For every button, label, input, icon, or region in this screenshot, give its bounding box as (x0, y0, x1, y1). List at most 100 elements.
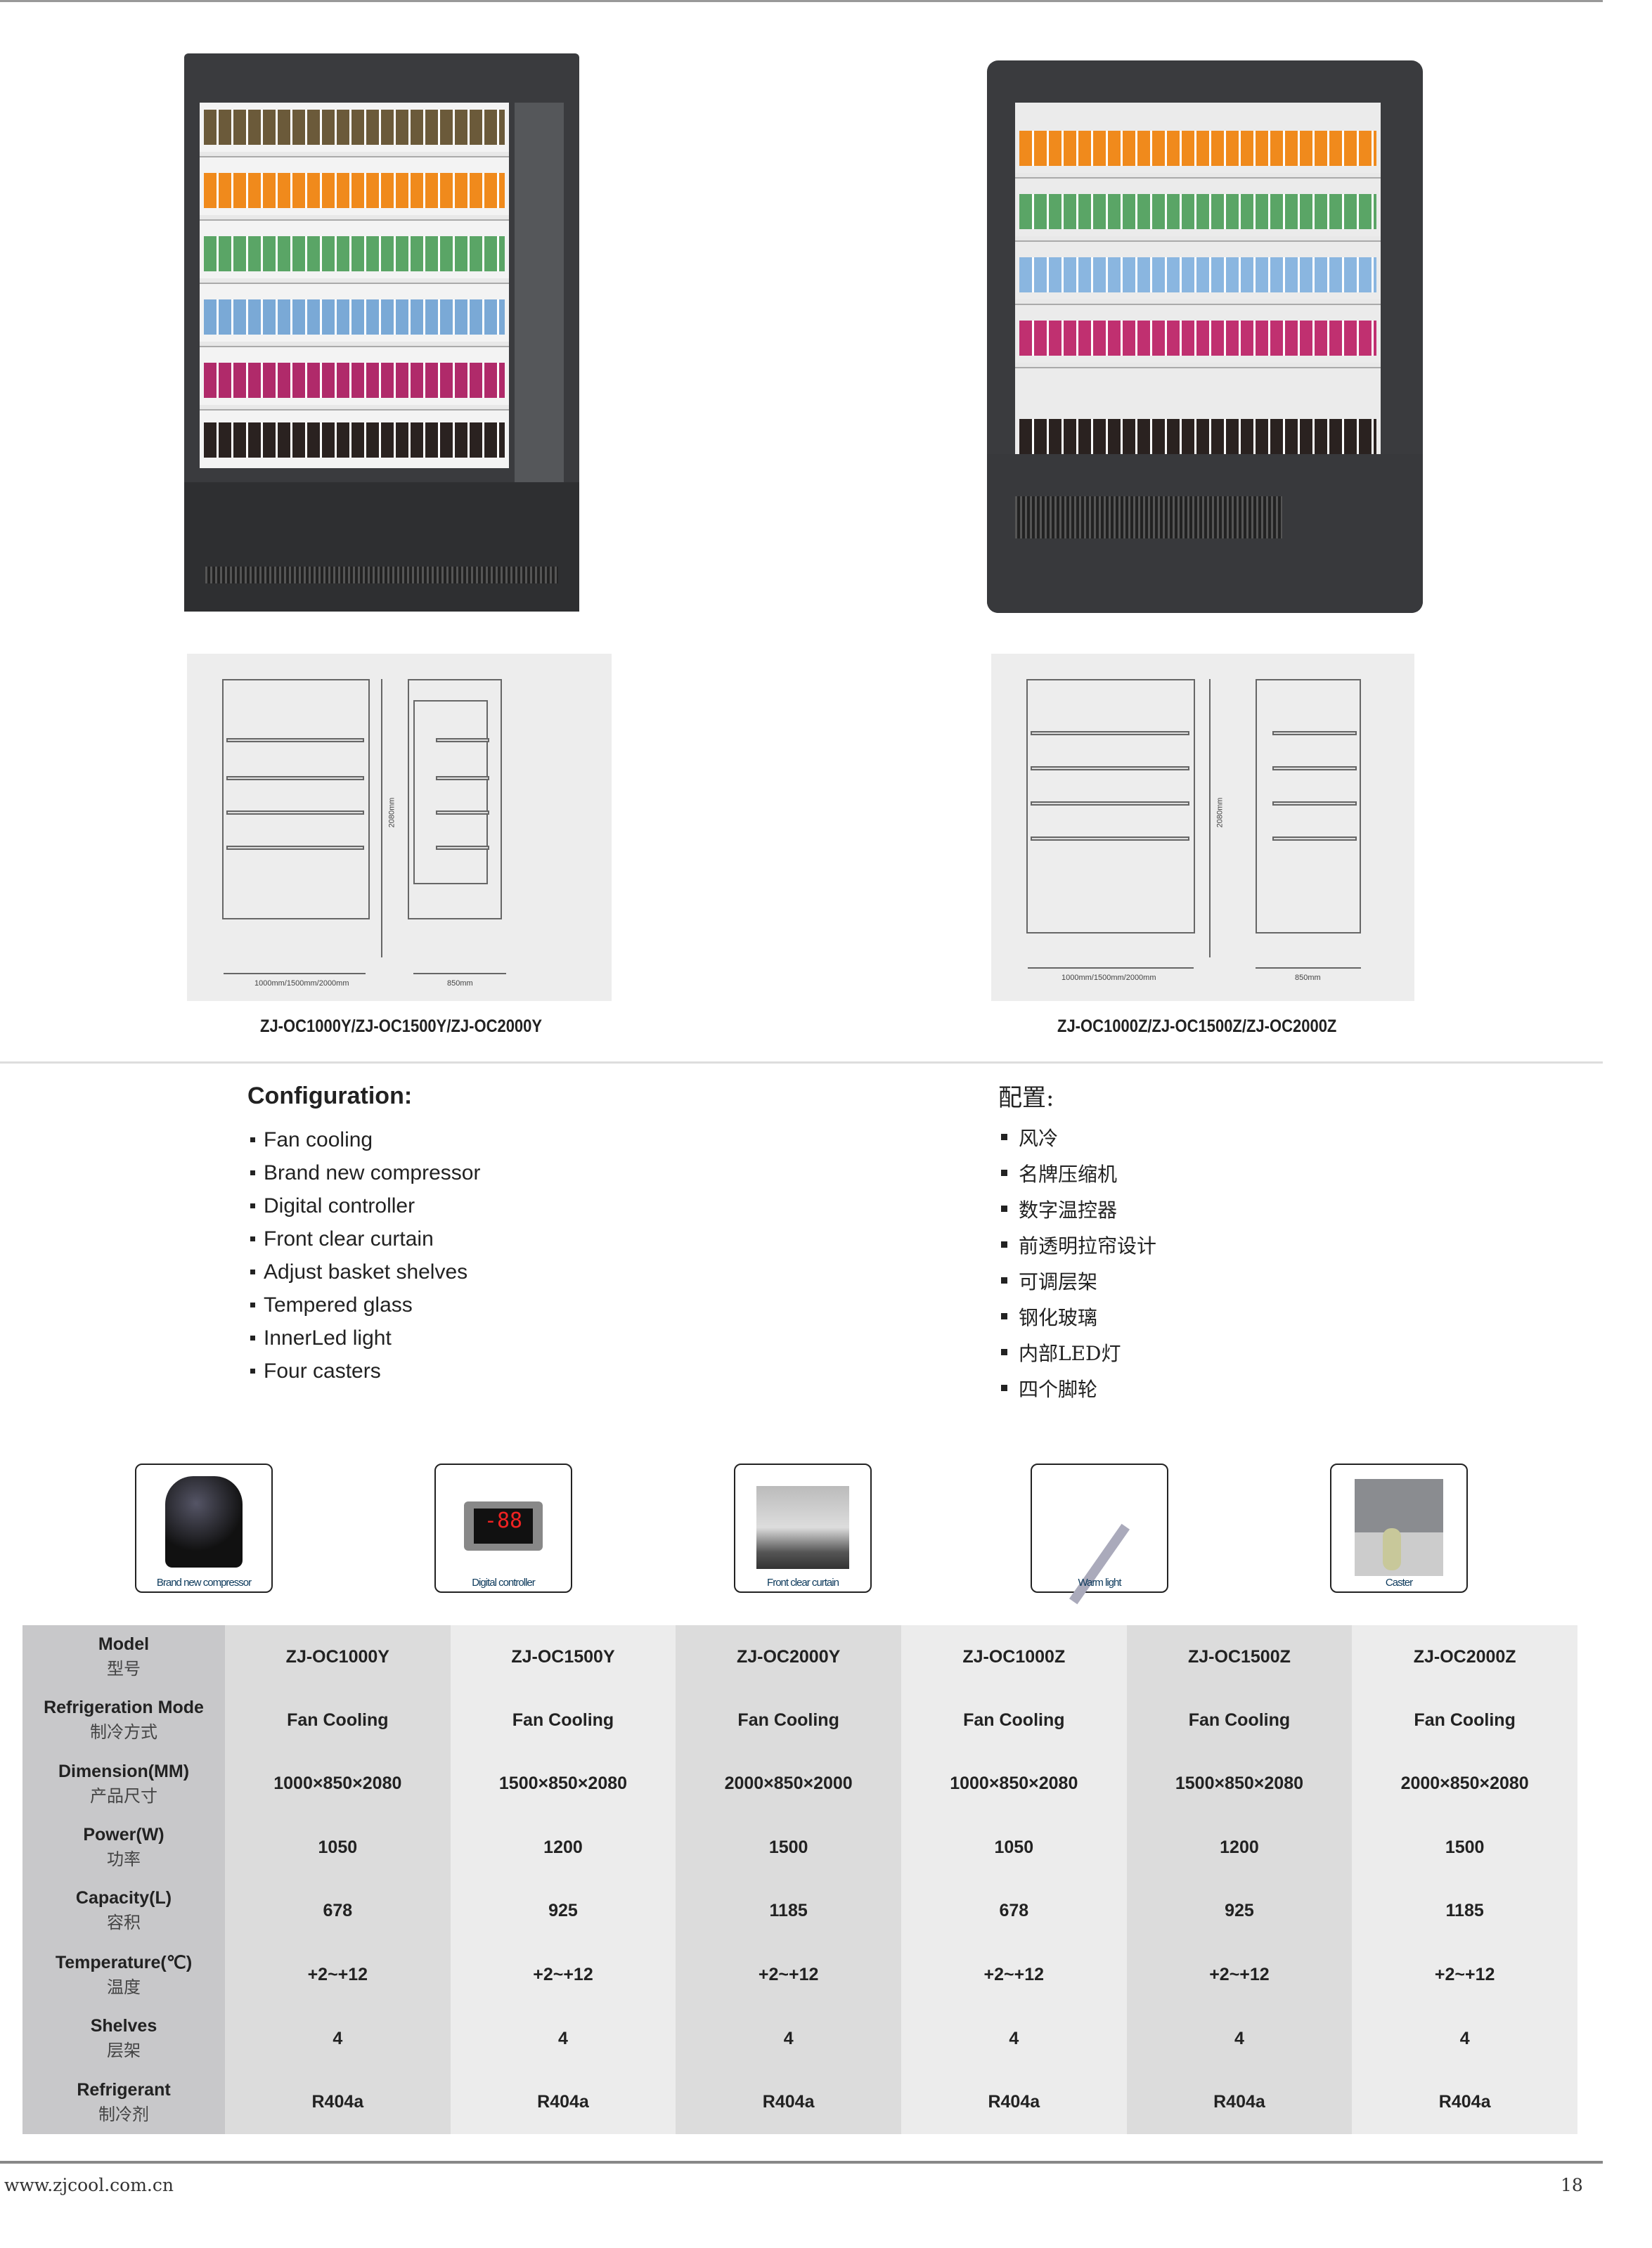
bullet-icon (1001, 1170, 1007, 1176)
config-item: Tempered glass (250, 1288, 480, 1322)
table-cell: +2~+12 (1126, 1942, 1353, 2008)
bullet-icon (250, 1369, 255, 1374)
row-label-cn: 制冷剂 (98, 2104, 149, 2124)
table-cell: 1000×850×2080 (901, 1752, 1127, 1816)
config-item: 风冷 (1001, 1119, 1156, 1155)
table-cell: 1000×850×2080 (225, 1752, 451, 1816)
config-item: 四个脚轮 (1001, 1370, 1156, 1406)
row-header: Dimension(MM)产品尺寸 (22, 1752, 225, 1816)
bullet-icon (250, 1303, 255, 1307)
bullet-icon (250, 1336, 255, 1341)
config-list-cn: 风冷名牌压缩机数字温控器前透明拉帘设计可调层架钢化玻璃内部LED灯四个脚轮 (1001, 1119, 1156, 1406)
config-item-label: InnerLed light (264, 1326, 392, 1350)
row-header: Shelves 层架 (22, 2007, 225, 2071)
table-cell: Fan Cooling (676, 1688, 901, 1752)
table-cell: 1050 (225, 1815, 451, 1880)
feature-caster: Caster (1330, 1464, 1468, 1593)
table-cell: 1500×850×2080 (450, 1752, 676, 1816)
bullet-icon (250, 1236, 255, 1241)
config-item: 钢化玻璃 (1001, 1298, 1156, 1334)
row-label-cn: 功率 (107, 1849, 141, 1870)
table-cell: Fan Cooling (450, 1688, 676, 1752)
table-cell: ZJ-OC1000Y (225, 1625, 451, 1689)
table-cell: R404a (1352, 2070, 1577, 2134)
table-cell: ZJ-OC1500Y (450, 1625, 676, 1689)
table-cell: 1200 (1126, 1815, 1353, 1880)
model-caption-y: ZJ-OC1000Y/ZJ-OC1500Y/ZJ-OC2000Y (260, 1016, 543, 1036)
bullet-icon (250, 1203, 255, 1208)
table-cell: ZJ-OC1000Z (901, 1625, 1127, 1689)
config-item: 数字温控器 (1001, 1191, 1156, 1227)
bullet-icon (1001, 1313, 1007, 1319)
config-item: InnerLed light (250, 1322, 480, 1355)
table-cell: R404a (225, 2070, 451, 2134)
row-header: Power(W) 功率 (22, 1815, 225, 1880)
table-cell: 1500×850×2080 (1126, 1752, 1353, 1816)
footer-rule (0, 2161, 1603, 2164)
table-cell: ZJ-OC2000Z (1352, 1625, 1577, 1689)
config-item-label: 名牌压缩机 (1019, 1162, 1118, 1186)
table-cell: 678 (225, 1879, 451, 1943)
bullet-icon (250, 1137, 255, 1142)
footer-website[interactable]: www.zjcool.com.cn (4, 2175, 174, 2195)
row-label-en: Dimension(MM) (58, 1761, 190, 1781)
feature-controller: -88 Digital controller (434, 1464, 572, 1593)
config-item: Brand new compressor (250, 1156, 480, 1189)
table-cell: Fan Cooling (1126, 1688, 1353, 1752)
config-item-label: Adjust basket shelves (264, 1260, 468, 1284)
table-cell: 4 (1126, 2007, 1353, 2071)
config-item-label: 风冷 (1019, 1126, 1059, 1150)
row-label-en: Power(W) (83, 1825, 164, 1845)
config-item-label: Fan cooling (264, 1128, 373, 1151)
row-label-en: Refrigerant (77, 2079, 171, 2100)
table-cell: 925 (1126, 1879, 1353, 1943)
row-label-en: Shelves (90, 2016, 157, 2036)
section-divider (0, 1061, 1603, 1064)
table-cell: 4 (450, 2007, 676, 2071)
technical-drawing-z: 2080mm 1000mm/1500mm/2000mm 850mm (991, 654, 1414, 1001)
config-item-label: Digital controller (264, 1194, 415, 1217)
config-item-label: 四个脚轮 (1019, 1377, 1098, 1401)
table-cell: 1200 (450, 1815, 676, 1880)
config-item: 前透明拉帘设计 (1001, 1227, 1156, 1262)
config-item: 内部LED灯 (1001, 1334, 1156, 1370)
width-dimension: 1000mm/1500mm/2000mm (1061, 974, 1156, 982)
table-cell: 4 (676, 2007, 901, 2071)
row-label-en: Capacity(L) (75, 1888, 172, 1908)
table-cell: 1500 (676, 1815, 901, 1880)
product-photo-y (184, 53, 579, 612)
table-cell: R404a (676, 2070, 901, 2134)
bullet-icon (1001, 1206, 1007, 1212)
table-cell: 2000×850×2000 (676, 1752, 901, 1816)
table-row: Temperature(℃)温度+2~+12+2~+12+2~+12+2~+12… (22, 1942, 1577, 2008)
row-label-cn: 层架 (107, 2041, 141, 2061)
table-cell: Fan Cooling (901, 1688, 1127, 1752)
config-item-label: Four casters (264, 1359, 381, 1383)
table-cell: Fan Cooling (1352, 1688, 1577, 1752)
table-cell: R404a (450, 2070, 676, 2134)
table-cell: +2~+12 (225, 1942, 451, 2008)
feature-compressor: Brand new compressor (135, 1464, 273, 1593)
caster-icon (1355, 1479, 1443, 1576)
depth-dimension: 850mm (1295, 974, 1321, 982)
table-cell: 1185 (1352, 1879, 1577, 1943)
config-item-label: Brand new compressor (264, 1161, 481, 1184)
height-dimension: 2080mm (1215, 797, 1225, 828)
config-item: Fan cooling (250, 1123, 480, 1156)
config-item-label: Tempered glass (264, 1293, 413, 1317)
bullet-icon (1001, 1385, 1007, 1391)
bullet-icon (1001, 1134, 1007, 1140)
width-dimension: 1000mm/1500mm/2000mm (254, 979, 349, 988)
table-cell: +2~+12 (901, 1942, 1127, 2008)
config-item: Front clear curtain (250, 1222, 480, 1255)
config-item: Adjust basket shelves (250, 1255, 480, 1288)
table-cell: R404a (901, 2070, 1127, 2134)
